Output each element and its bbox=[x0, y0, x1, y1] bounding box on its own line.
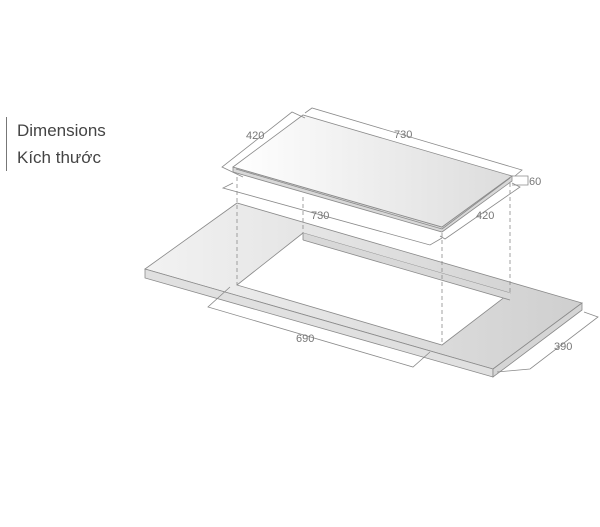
label-hob-width-lower: 730 bbox=[311, 210, 329, 222]
dimension-lines bbox=[207, 107, 599, 373]
label-hob-width: 730 bbox=[394, 129, 412, 141]
countertop bbox=[144, 202, 583, 378]
projection-lines bbox=[236, 177, 511, 345]
title-block: Dimensions Kích thước bbox=[6, 117, 106, 171]
label-hob-height: 60 bbox=[529, 176, 541, 188]
label-cutout-width: 690 bbox=[296, 333, 314, 345]
title-kich-thuoc: Kích thước bbox=[17, 148, 101, 167]
label-hob-depth-lower: 420 bbox=[476, 210, 494, 222]
hob bbox=[232, 114, 513, 233]
label-hob-depth: 420 bbox=[246, 130, 264, 142]
title-dimensions: Dimensions bbox=[17, 121, 106, 140]
label-cutout-depth: 390 bbox=[554, 341, 572, 353]
